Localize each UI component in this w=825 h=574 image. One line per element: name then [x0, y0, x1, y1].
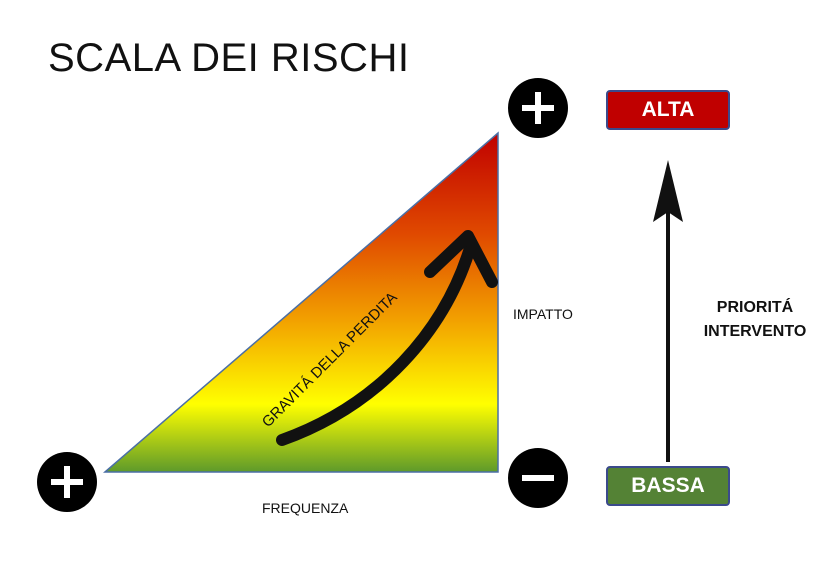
- priority-low-badge: BASSA: [606, 466, 730, 506]
- page-title: SCALA DEI RISCHI: [48, 36, 410, 80]
- plus-icon-frequency: [37, 452, 97, 512]
- priority-label-line2: INTERVENTO: [703, 323, 807, 340]
- severity-curve-arrow: [276, 242, 476, 446]
- plus-icon-impact: [508, 78, 568, 138]
- priority-label-line1: PRIORITÁ: [716, 299, 794, 316]
- severity-arrow-head: [424, 230, 498, 288]
- priority-high-badge: ALTA: [606, 90, 730, 130]
- priority-arrow-head: [653, 160, 683, 222]
- frequency-label: FREQUENZA: [262, 500, 349, 516]
- risk-triangle: [102, 131, 499, 473]
- minus-icon: [508, 448, 568, 508]
- priority-label: PRIORITÁ INTERVENTO: [690, 296, 820, 344]
- impact-label: IMPATTO: [513, 306, 573, 322]
